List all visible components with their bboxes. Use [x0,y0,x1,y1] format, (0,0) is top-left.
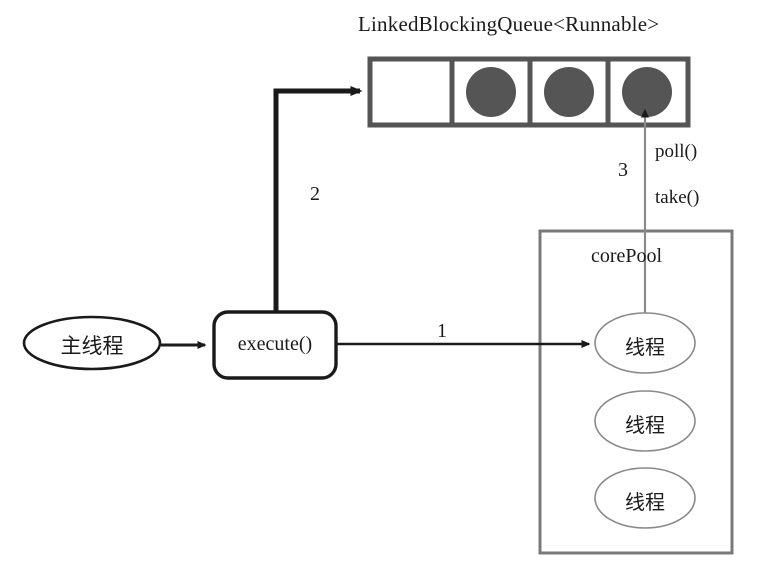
thread-ellipse-3 [594,467,696,529]
thread-ellipses [594,312,696,529]
arrow-2-execute-to-queue [273,86,363,312]
poll-annotation: poll() [655,141,698,162]
edge-label-3: 3 [618,159,628,181]
queue-cell-circles [466,67,672,117]
thread-label-2: 线程 [625,415,665,437]
queue-title: LinkedBlockingQueue<Runnable> [358,12,660,36]
main-thread-ellipse [22,315,162,371]
execute-label: execute() [237,333,313,355]
queue-task-circle-2 [544,67,594,117]
thread-label-3: 线程 [625,492,665,514]
thread-label-1: 线程 [625,337,665,359]
edge-label-2: 2 [310,183,320,205]
queue-task-circle-1 [466,67,516,117]
main-thread-label: 主线程 [60,334,124,358]
thread-ellipse-2 [594,390,696,452]
take-annotation: take() [655,187,700,208]
core-pool-label: corePool [591,245,663,267]
edge-label-1: 1 [437,320,447,342]
queue-task-circle-3 [622,67,672,117]
